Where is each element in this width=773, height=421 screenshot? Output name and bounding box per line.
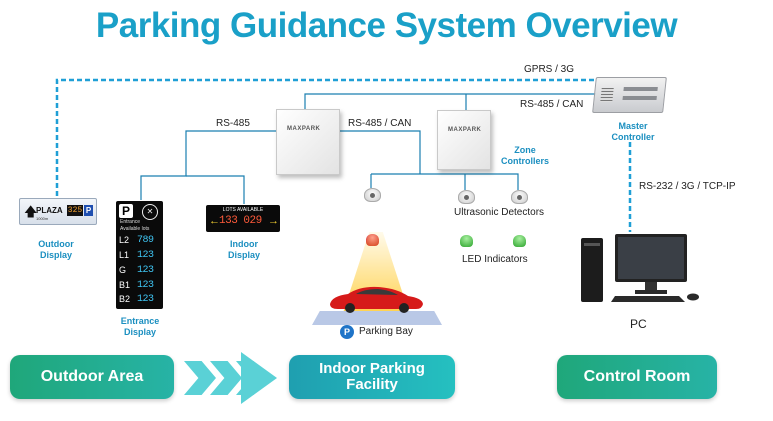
control-room-pill: Control Room (557, 355, 717, 399)
master-controller-server (592, 77, 667, 113)
parking-bay-floor (312, 311, 442, 325)
indoor-display-caption: Indoor Display (227, 239, 260, 260)
parking-p-icon: P (119, 204, 133, 218)
pc-icon (581, 234, 699, 302)
outdoor-sign-count: 325 (67, 205, 83, 216)
led-indicator-green-icon (460, 235, 473, 247)
zone-controller-box: MAXPARK (437, 110, 491, 170)
indoor-count: 133 029 (219, 215, 262, 227)
available-lots-text: Available lots (120, 226, 150, 232)
brand-label: MAXPARK (287, 126, 321, 132)
led-indicators-label: LED Indicators (462, 254, 528, 265)
brand-label: MAXPARK (448, 127, 482, 133)
outdoor-display-caption: Outdoor Display (38, 239, 74, 260)
ultrasonic-sensor-icon (511, 190, 528, 204)
arrow-up-icon: 🡅 (24, 204, 38, 219)
arrow-right-icon: → (268, 215, 279, 227)
drive-bay (623, 87, 658, 91)
parking-bay-label: Parking Bay (359, 326, 413, 337)
pc-label: PC (630, 317, 647, 331)
outdoor-area-pill: Outdoor Area (10, 355, 174, 399)
arrow-left-icon: ← (209, 215, 220, 227)
ultrasonic-detectors-label: Ultrasonic Detectors (454, 207, 545, 218)
arrow-right-icon (241, 352, 277, 404)
entrance-display-caption: Entrance Display (120, 316, 160, 337)
ultrasonic-sensor-icon (364, 188, 381, 202)
outdoor-sign-distance: 1000m (36, 216, 49, 221)
entrance-text: Entrance (120, 219, 141, 225)
link-label-rs232: RS-232 / 3G / TCP-IP (639, 181, 736, 192)
link-label-rs485: RS-485 (216, 118, 250, 129)
drive-bay (622, 96, 657, 100)
link-label-rs485-can-top: RS-485 / CAN (520, 99, 584, 110)
outdoor-sign-name: PLAZA (36, 206, 63, 215)
zone-controller-box: MAXPARK (276, 109, 340, 175)
no-entry-icon: ✕ (142, 204, 158, 220)
link-label-gprs: GPRS / 3G (524, 64, 575, 75)
vent-icon (600, 88, 614, 102)
parking-p-icon: P (84, 205, 93, 216)
car-icon (330, 286, 423, 313)
parking-badge-icon: P (340, 325, 354, 339)
led-indicator-green-icon (513, 235, 526, 247)
page-title: Parking Guidance System Overview (95, 6, 678, 45)
link-label-rs485-can-mid: RS-485 / CAN (348, 118, 412, 129)
zone-controllers-caption: Zone Controllers (500, 145, 549, 166)
indoor-display-sign: LOTS AVAILABLE ← 133 029 → (206, 205, 280, 232)
outdoor-display-sign: 🡅 PLAZA 325 P 1000m (19, 198, 97, 225)
ultrasonic-sensor-icon (458, 190, 475, 204)
master-controller-caption: Master Controller (611, 121, 655, 142)
lots-available-header: LOTS AVAILABLE (222, 207, 264, 213)
